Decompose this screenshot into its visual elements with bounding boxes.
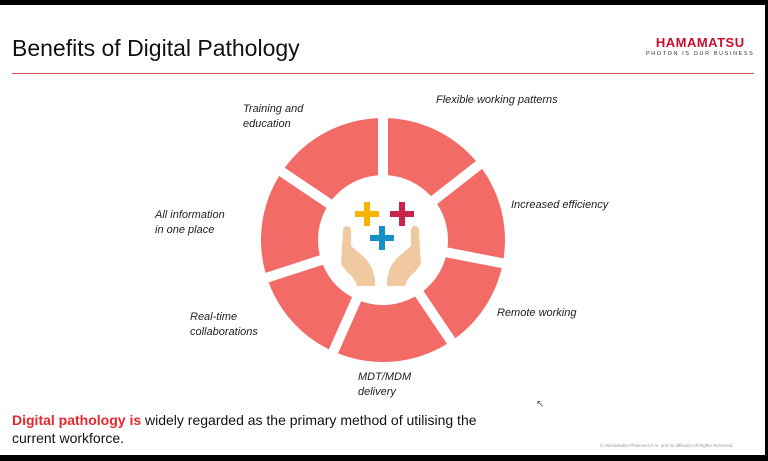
ring-segment-6: [268, 264, 353, 350]
slide: Benefits of Digital Pathology HAMAMATSU …: [0, 5, 765, 455]
ring-segment-2: [387, 118, 476, 197]
label-flexible: Flexible working patterns: [436, 94, 558, 106]
hands-with-plus-icon: [341, 202, 421, 286]
title-divider: [12, 73, 754, 74]
page-title: Benefits of Digital Pathology: [12, 35, 300, 61]
benefits-ring: [261, 118, 505, 363]
statement: Digital pathology is widely regarded as …: [12, 412, 477, 446]
mouse-cursor-icon: ↖: [536, 399, 545, 410]
ring-segment-1: [284, 118, 379, 200]
label-remote: Remote working: [497, 307, 577, 319]
ring-segment-7: [261, 175, 327, 273]
ring-segment-3: [437, 168, 505, 259]
ring-segment-5: [337, 296, 448, 363]
hamamatsu-logo: HAMAMATSU PHOTON IS OUR BUSINESS: [646, 35, 755, 57]
copyright: © Hamamatsu Photonics K.K. and its affil…: [600, 443, 734, 448]
ring-segment-4: [423, 257, 502, 339]
label-efficiency: Increased efficiency: [511, 199, 609, 211]
